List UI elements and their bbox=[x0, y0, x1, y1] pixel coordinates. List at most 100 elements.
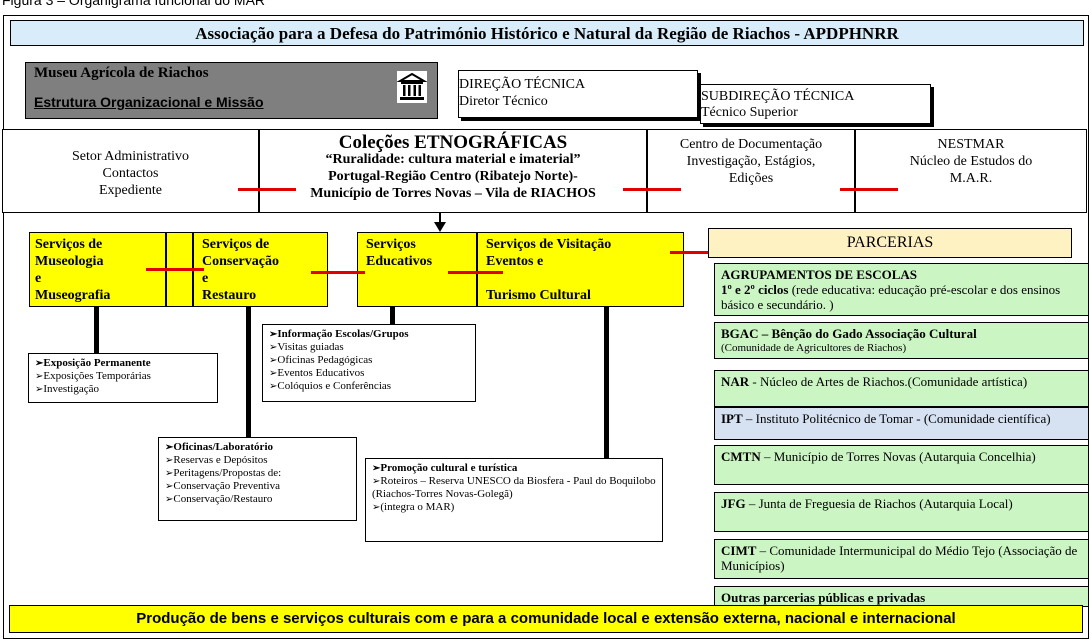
servico-line: Museografia bbox=[35, 288, 111, 303]
list-item: Colóquios e Conferências bbox=[269, 380, 469, 393]
servico-line: Serviços de bbox=[35, 237, 103, 252]
servicos-educativos-box: Serviços Educativos bbox=[357, 232, 477, 307]
association-title: Associação para a Defesa do Património H… bbox=[10, 20, 1084, 46]
servicos-visitacao-box: Serviços de Visitação Eventos e Turismo … bbox=[477, 232, 684, 307]
centro-line1: Centro de Documentação bbox=[679, 137, 823, 152]
list-item: Oficinas Pedagógicas bbox=[269, 354, 469, 367]
list-item: Conservação Preventiva bbox=[165, 480, 350, 493]
direcao-tecnica-box: DIREÇÃO TÉCNICA Diretor Técnico bbox=[458, 70, 698, 118]
figure-caption: Figura 3 – Organigrama funcional do MAR bbox=[2, 0, 266, 8]
colecoes-heading: Coleções ETNOGRÁFICAS bbox=[338, 132, 568, 153]
list-item: Informação Escolas/Grupos bbox=[269, 328, 469, 341]
direcao-role: Diretor Técnico bbox=[459, 94, 548, 109]
list-item: Oficinas/Laboratório bbox=[165, 441, 350, 454]
list-item: Promoção cultural e turística bbox=[372, 462, 656, 475]
servicos-conservacao-box: Serviços de Conservação e Restauro bbox=[193, 232, 328, 307]
setor-administrativo-box: Setor Administrativo Contactos Expedient… bbox=[2, 129, 259, 213]
servico-line: e bbox=[35, 271, 42, 286]
parceria-desc: (Comunidade de Agricultores de Riachos) bbox=[721, 342, 907, 354]
conservacao-list: Oficinas/Laboratório Reservas e Depósito… bbox=[158, 437, 357, 521]
parceria-name: BGAC – Bênção do Gado Associação Cultura… bbox=[721, 326, 977, 341]
museum-building-icon bbox=[397, 71, 427, 103]
colecoes-sub3: Município de Torres Novas – Vila de RIAC… bbox=[310, 186, 596, 201]
list-item: Peritagens/Propostas de: bbox=[165, 467, 350, 480]
setor-line1: Setor Administrativo bbox=[71, 149, 190, 164]
parceria-desc: (rede educativa: educação pré-escolar e … bbox=[721, 282, 1061, 312]
centro-documentacao-box: Centro de Documentação Investigação, Est… bbox=[647, 129, 855, 213]
parceria-name: AGRUPAMENTOS DE ESCOLAS bbox=[721, 267, 917, 282]
servico-line: Turismo Cultural bbox=[486, 288, 591, 303]
servico-line: Museologia bbox=[35, 254, 104, 269]
parceria-item: JFG – Junta de Freguesia de Riachos (Aut… bbox=[714, 492, 1089, 532]
servico-line: e bbox=[202, 271, 209, 286]
servico-line: Serviços de Visitação bbox=[486, 237, 612, 252]
list-item: Roteiros – Reserva UNESCO da Biosfera - … bbox=[372, 475, 656, 501]
parceria-name: Outras parcerias públicas e privadas bbox=[721, 590, 926, 605]
museum-name: Museu Agrícola de Riachos bbox=[34, 65, 209, 81]
servico-line: Eventos e bbox=[486, 254, 544, 269]
parceria-name: JFG bbox=[721, 496, 746, 511]
parceria-item: CIMT – Comunidade Intermunicipal do Médi… bbox=[714, 539, 1089, 579]
parceria-item: BGAC – Bênção do Gado Associação Cultura… bbox=[714, 322, 1089, 359]
servico-line: Serviços bbox=[366, 237, 416, 252]
parceria-item: NAR - Núcleo de Artes de Riachos.(Comuni… bbox=[714, 370, 1089, 407]
setor-line3: Expediente bbox=[99, 183, 162, 198]
list-item: Conservação/Restauro bbox=[165, 493, 350, 506]
subdirecao-role: Técnico Superior bbox=[701, 105, 798, 120]
colecoes-sub1: “Ruralidade: cultura material e imateria… bbox=[325, 152, 581, 167]
visitacao-list: Promoção cultural e turística Roteiros –… bbox=[365, 458, 663, 542]
parceria-name: 1º e 2º ciclos bbox=[721, 282, 789, 297]
connector-line bbox=[670, 251, 712, 254]
parceria-item: CMTN – Município de Torres Novas (Autarq… bbox=[714, 445, 1089, 485]
museum-subtitle: Estrutura Organizacional e Missão bbox=[34, 94, 264, 110]
nestmar-line3: M.A.R. bbox=[949, 171, 993, 186]
parcerias-header: PARCERIAS bbox=[708, 228, 1072, 258]
list-item: (integra o MAR) bbox=[372, 501, 656, 514]
direcao-title: DIREÇÃO TÉCNICA bbox=[459, 77, 586, 92]
servico-line: Educativos bbox=[366, 254, 433, 269]
connector-line bbox=[246, 307, 251, 437]
parceria-desc: - Núcleo de Artes de Riachos.(Comunidade… bbox=[749, 374, 1028, 389]
list-item: Reservas e Depósitos bbox=[165, 454, 350, 467]
servico-line bbox=[486, 270, 683, 287]
subdirecao-title: SUBDIREÇÃO TÉCNICA bbox=[701, 89, 855, 104]
connector-line bbox=[146, 268, 204, 271]
list-item: Exposições Temporárias bbox=[35, 370, 211, 383]
servico-line: Restauro bbox=[202, 288, 257, 303]
footer-banner: Produção de bens e serviços culturais co… bbox=[9, 605, 1083, 633]
connector-line bbox=[311, 271, 365, 274]
list-item: Visitas guiadas bbox=[269, 341, 469, 354]
nestmar-line1: NESTMAR bbox=[937, 137, 1005, 152]
parceria-desc: – Junta de Freguesia de Riachos (Autarqu… bbox=[745, 496, 1013, 511]
connector-line bbox=[623, 188, 681, 191]
parceria-desc: – Município de Torres Novas (Autarquia C… bbox=[760, 449, 1036, 464]
museologia-list: Exposição Permanente Exposições Temporár… bbox=[28, 353, 218, 403]
connector-line bbox=[448, 271, 503, 274]
educativos-list: Informação Escolas/Grupos Visitas guiada… bbox=[262, 324, 476, 402]
nestmar-box: NESTMAR Núcleo de Estudos do M.A.R. bbox=[855, 129, 1087, 213]
centro-line2: Investigação, Estágios, bbox=[686, 154, 816, 169]
connector-line bbox=[94, 307, 99, 354]
setor-line2: Contactos bbox=[102, 166, 159, 181]
arrow-down-icon bbox=[434, 213, 446, 232]
parceria-item: Outras parcerias públicas e privadas bbox=[714, 586, 1089, 607]
list-item: Eventos Educativos bbox=[269, 367, 469, 380]
parceria-desc: – Comunidade Intermunicipal do Médio Tej… bbox=[721, 543, 1078, 573]
connector-line bbox=[604, 307, 609, 542]
parceria-name: CIMT bbox=[721, 543, 757, 558]
parceria-name: NAR bbox=[721, 374, 750, 389]
parceria-item: IPT – Instituto Politécnico de Tomar - (… bbox=[714, 407, 1089, 440]
parceria-item: AGRUPAMENTOS DE ESCOLAS 1º e 2º ciclos (… bbox=[714, 263, 1089, 316]
connector-line bbox=[238, 188, 296, 191]
museum-header-box: Museu Agrícola de Riachos Estrutura Orga… bbox=[25, 62, 438, 119]
subdirecao-tecnica-box: SUBDIREÇÃO TÉCNICA Técnico Superior bbox=[700, 84, 931, 124]
parceria-name: IPT bbox=[721, 411, 743, 426]
parceria-desc: – Instituto Politécnico de Tomar - (Comu… bbox=[742, 411, 1051, 426]
colecoes-etnograficas-box: Coleções ETNOGRÁFICAS “Ruralidade: cultu… bbox=[259, 129, 647, 213]
servico-line: Serviços de bbox=[202, 237, 270, 252]
nestmar-line2: Núcleo de Estudos do bbox=[909, 154, 1033, 169]
connector-line bbox=[390, 307, 395, 324]
connector-line bbox=[840, 188, 898, 191]
colecoes-sub2: Portugal-Região Centro (Ribatejo Norte)- bbox=[328, 169, 578, 184]
servicos-museologia-box: Serviços de Museologia e Museografia bbox=[29, 232, 166, 307]
